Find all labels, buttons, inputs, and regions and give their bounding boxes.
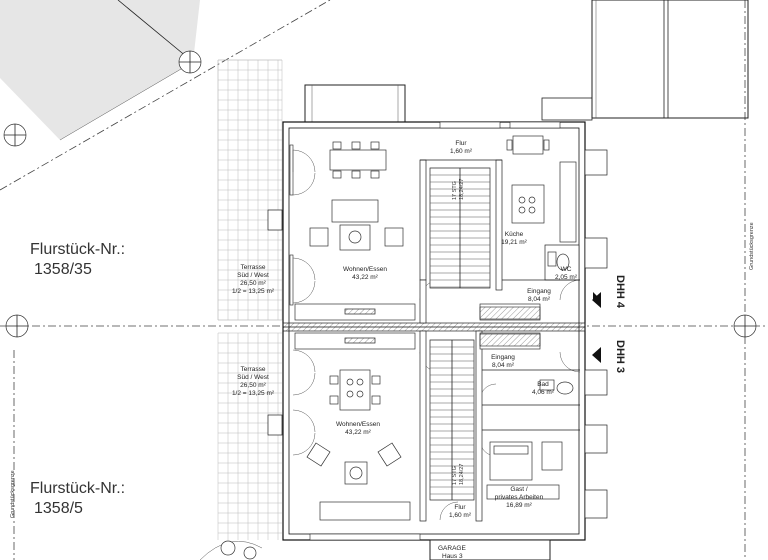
terrace-orientation: Süd / West: [237, 374, 269, 381]
arrow-icon: [592, 347, 601, 363]
parcel-label-upper: Flurstück-Nr.:: [30, 241, 125, 258]
parcel-label-lower: Flurstück-Nr.:: [30, 480, 125, 497]
windows: [267, 121, 608, 541]
room-name: Flur: [454, 504, 466, 511]
terrace-share: 1/2 = 13,25 m²: [232, 390, 275, 397]
terrace-share: 1/2 = 13,25 m²: [232, 288, 275, 295]
room-name: WC: [561, 266, 572, 273]
room-name: Eingang: [527, 288, 551, 295]
terrace-name: Terrasse: [241, 366, 266, 373]
house-label-dhh3: DHH 3: [614, 340, 626, 373]
room-area: 1,60 m²: [450, 148, 473, 155]
room-area: 16,89 m²: [506, 502, 532, 509]
terrace-furniture: [199, 540, 263, 560]
boundary-marker: [3, 50, 757, 338]
neighbour-building: [541, 0, 749, 121]
room-area: 19,21 m²: [501, 239, 527, 246]
garage-outline: [429, 539, 551, 560]
balcony: [304, 84, 406, 124]
terrace-area: 26,50 m²: [240, 382, 266, 389]
room-name: Gast /: [510, 486, 528, 493]
terrace-area: 26,50 m²: [240, 280, 266, 287]
room-name-2: privates Arbeiten: [495, 494, 544, 501]
terrace-name: Terrasse: [241, 264, 266, 271]
room-area: 1,60 m²: [449, 512, 472, 519]
entrance-steps: [479, 306, 541, 347]
room-area: 8,04 m²: [528, 296, 551, 303]
stair-dims: 18,24/27: [459, 179, 465, 200]
stair-dims: 18,24/27: [459, 464, 465, 485]
room-name: Bad: [537, 381, 549, 388]
room-area: 43,22 m²: [352, 274, 378, 281]
living-furniture-upper: [309, 199, 404, 251]
sanitary: [539, 251, 574, 395]
guest-room: [486, 441, 563, 500]
kitchen: [506, 135, 577, 243]
room-name: Flur: [455, 140, 467, 147]
dining-table-lower: [329, 369, 381, 411]
garage-label: GARAGE: [438, 545, 466, 552]
room-area: 4,06 m²: [532, 389, 555, 396]
room-name: Küche: [505, 231, 524, 238]
room-area: 8,04 m²: [492, 362, 515, 369]
terrace-orientation: Süd / West: [237, 272, 269, 279]
garage-sub: Haus 3: [442, 553, 463, 560]
room-name: Wohnen/Essen: [343, 266, 387, 273]
boundary-label-right: Grundstücksgrenze: [749, 222, 755, 270]
staircase-upper: [429, 167, 491, 289]
stair-steps: 17 STG: [452, 181, 458, 200]
stair-steps: 17 STG: [452, 466, 458, 485]
staircase-lower: [429, 339, 475, 501]
parcel-number-lower: 1358/5: [34, 500, 83, 517]
boundary-label-left: Grundstücksgrenze: [10, 470, 16, 518]
room-name: Wohnen/Essen: [336, 421, 380, 428]
room-area: 2,05 m²: [555, 274, 578, 281]
room-area: 43,22 m²: [345, 429, 371, 436]
shaded-area: [0, 0, 200, 140]
terrace-tile-grid: [217, 59, 282, 540]
house-label-dhh4: DHH 4: [614, 275, 626, 309]
parcel-number-upper: 1358/35: [34, 261, 92, 278]
dining-table-upper: [329, 141, 387, 179]
room-name: Eingang: [491, 354, 515, 361]
living-furniture-lower: [306, 442, 402, 485]
